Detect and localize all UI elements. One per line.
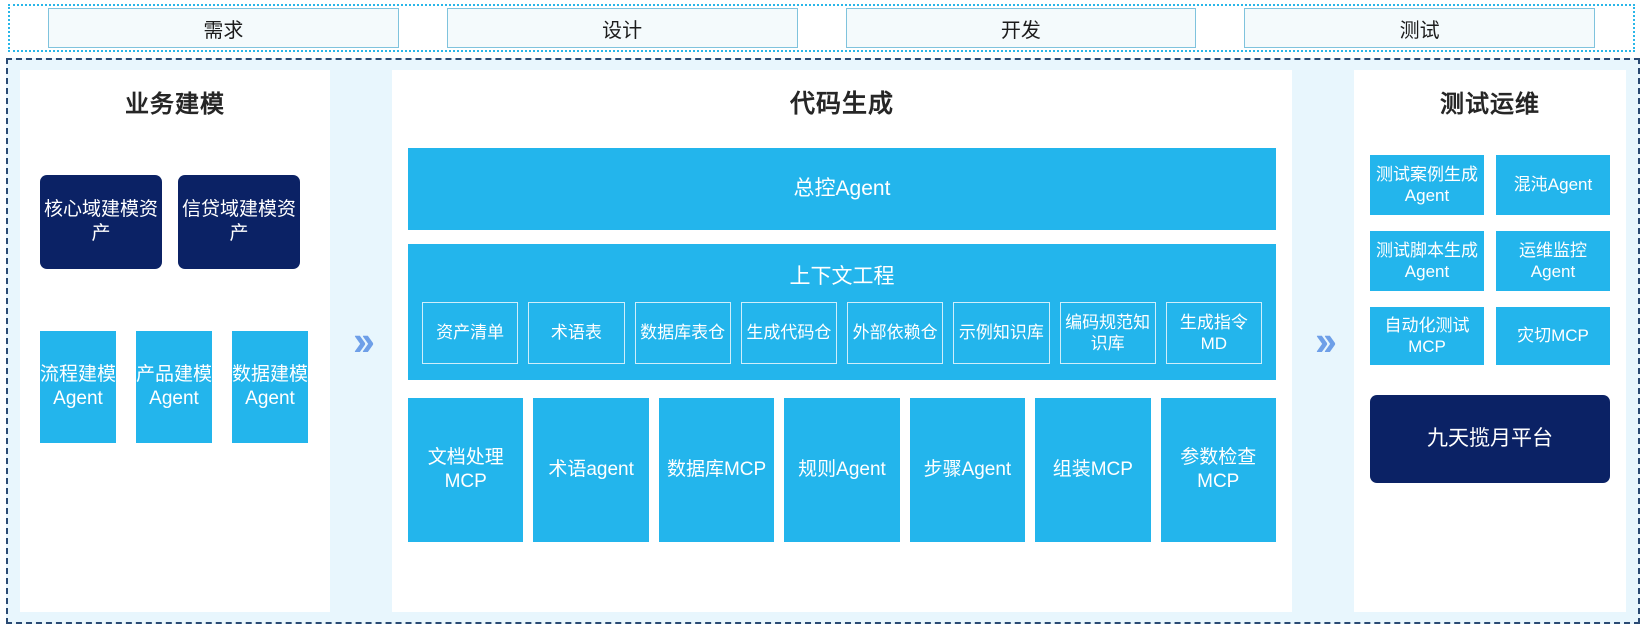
test-ops-grid: 测试案例生成Agent 混沌Agent 测试脚本生成Agent 运维监控Agen…	[1370, 155, 1610, 365]
phase-label: 开发	[1000, 19, 1041, 42]
panel-title-business-modeling: 业务建模	[125, 91, 225, 118]
agent-process-modeling[interactable]: 流程建模Agent	[40, 331, 116, 443]
context-engineering-row: 资产清单 术语表 数据库表仓 生成代码仓 外部依赖仓 示例知识库 编码规范知识库…	[422, 302, 1262, 364]
business-agents-group: 流程建模Agent 产品建模Agent 数据建模Agent	[36, 331, 314, 443]
ctx-generated-code-repo[interactable]: 生成代码仓	[740, 302, 837, 364]
tool-glossary-agent[interactable]: 术语agent	[533, 398, 649, 542]
master-agent-box[interactable]: 总控Agent	[408, 148, 1276, 230]
ctx-glossary[interactable]: 术语表	[528, 302, 625, 364]
test-script-generation-agent[interactable]: 测试脚本生成Agent	[1370, 231, 1484, 291]
business-assets-group: 核心域建模资产 信贷域建模资产	[36, 175, 314, 269]
agent-product-modeling[interactable]: 产品建模Agent	[136, 331, 212, 443]
panel-business-modeling: 业务建模 核心域建模资产 信贷域建模资产 流程建模Agent 产品建模Agent…	[20, 70, 330, 612]
test-case-generation-agent[interactable]: 测试案例生成Agent	[1370, 155, 1484, 215]
ctx-db-table-repo[interactable]: 数据库表仓	[634, 302, 731, 364]
panel-code-generation: 代码生成 总控Agent 上下文工程 资产清单 术语表 数据库表仓 生成代码仓 …	[392, 70, 1292, 612]
chevron-right-icon-right: ››	[1315, 317, 1337, 364]
tool-document-processing-mcp[interactable]: 文档处理MCP	[408, 398, 524, 542]
code-generation-tools-row: 文档处理MCP 术语agent 数据库MCP 规则Agent 步骤Agent 组…	[408, 398, 1276, 542]
ctx-example-knowledge-base[interactable]: 示例知识库	[953, 302, 1050, 364]
ops-monitoring-agent[interactable]: 运维监控Agent	[1496, 231, 1610, 291]
panel-test-ops: 测试运维 测试案例生成Agent 混沌Agent 测试脚本生成Agent 运维监…	[1354, 70, 1626, 612]
disaster-switch-mcp[interactable]: 灾切MCP	[1496, 307, 1610, 365]
panel-title-code-generation: 代码生成	[789, 90, 894, 118]
automated-test-mcp[interactable]: 自动化测试MCP	[1370, 307, 1484, 365]
ctx-asset-inventory[interactable]: 资产清单	[422, 302, 519, 364]
context-engineering-box: 上下文工程 资产清单 术语表 数据库表仓 生成代码仓 外部依赖仓 示例知识库 编…	[408, 244, 1276, 380]
phase-label: 需求	[203, 19, 244, 42]
phase-box-requirements[interactable]: 需求	[48, 8, 399, 48]
tool-parameter-check-mcp[interactable]: 参数检查MCP	[1160, 398, 1276, 542]
tool-step-agent[interactable]: 步骤Agent	[909, 398, 1026, 542]
ctx-coding-standard-knowledge-base[interactable]: 编码规范知识库	[1059, 302, 1156, 364]
phase-label: 设计	[602, 19, 643, 42]
panel-title-test-ops: 测试运维	[1440, 91, 1540, 118]
ctx-external-dependency-repo[interactable]: 外部依赖仓	[847, 302, 944, 364]
asset-core-domain[interactable]: 核心域建模资产	[40, 175, 162, 269]
tool-assembly-mcp[interactable]: 组装MCP	[1035, 398, 1151, 542]
phase-box-design[interactable]: 设计	[446, 8, 798, 48]
tool-database-mcp[interactable]: 数据库MCP	[658, 398, 775, 542]
agent-data-modeling[interactable]: 数据建模Agent	[232, 331, 308, 443]
tool-rule-agent[interactable]: 规则Agent	[784, 398, 900, 542]
phase-label: 测试	[1399, 19, 1440, 42]
asset-credit-domain[interactable]: 信贷域建模资产	[178, 175, 300, 269]
chaos-agent[interactable]: 混沌Agent	[1496, 155, 1610, 215]
chevron-right-icon-left: ››	[353, 317, 375, 364]
main-frame: 业务建模 核心域建模资产 信贷域建模资产 流程建模Agent 产品建模Agent…	[6, 58, 1640, 624]
phase-box-development[interactable]: 开发	[845, 8, 1197, 48]
context-engineering-title: 上下文工程	[789, 265, 895, 288]
phase-box-testing[interactable]: 测试	[1244, 8, 1595, 48]
ctx-generation-instruction-md[interactable]: 生成指令MD	[1165, 302, 1262, 364]
platform-box-jiutian[interactable]: 九天揽月平台	[1370, 395, 1610, 483]
phase-strip: 需求 设计 开发 测试	[8, 4, 1635, 52]
